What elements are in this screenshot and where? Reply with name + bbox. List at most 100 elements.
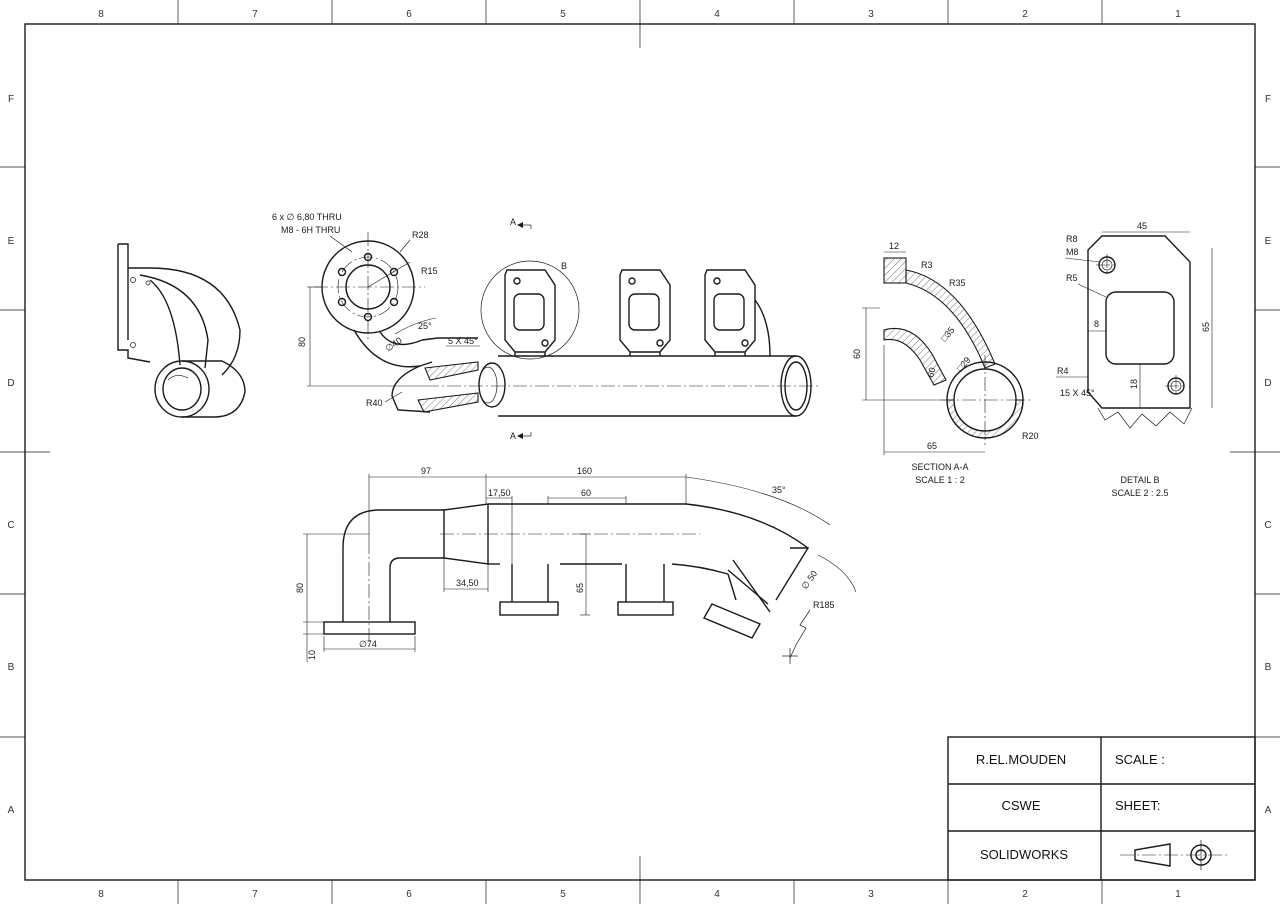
zone-col-5-bottom: 5: [560, 889, 566, 900]
dim-65-section: 65: [927, 441, 937, 451]
zone-row-e-right: E: [1265, 236, 1272, 247]
dim-chamfer-front: 5 X 45°: [448, 336, 478, 346]
dim-8: 8: [1094, 319, 1099, 329]
zone-row-c: C: [7, 520, 14, 531]
zone-col-7-bottom: 7: [252, 889, 258, 900]
dim-r20: R20: [1022, 431, 1039, 441]
dim-80-top: 80: [295, 583, 305, 593]
dim-34-50: 34,50: [456, 578, 479, 588]
section-scale: SCALE 1 : 2: [915, 475, 965, 485]
zone-row-d-right: D: [1264, 378, 1271, 389]
section-title: SECTION A-A: [911, 462, 968, 472]
dim-80-front: 80: [297, 337, 307, 347]
dim-r185: R185: [813, 600, 835, 610]
zone-col-3-bottom: 3: [868, 889, 874, 900]
zone-row-f: F: [8, 94, 14, 105]
dim-sq29: □29: [955, 355, 973, 373]
branch-3-angled: [702, 547, 810, 639]
dim-12: 12: [889, 241, 899, 251]
section-a-top-label: A: [510, 217, 516, 227]
detail-title: DETAIL B: [1120, 475, 1159, 485]
dim-60-angled: 60: [925, 366, 937, 378]
dim-r40: R40: [366, 398, 383, 408]
dim-r5: R5: [1066, 273, 1078, 283]
section-a-bottom-label: A: [510, 431, 516, 441]
author-name: R.EL.MOUDEN: [976, 752, 1066, 767]
projection-symbol-icon: [1120, 840, 1228, 870]
dim-97: 97: [421, 466, 431, 476]
detail-b-callout-circle: [480, 260, 580, 360]
scale-label: SCALE :: [1115, 752, 1165, 767]
exhaust-port-2: [619, 269, 671, 356]
zone-col-4-bottom: 4: [714, 889, 720, 900]
zone-col-1-bottom: 1: [1175, 889, 1181, 900]
exhaust-port-3: [704, 269, 771, 357]
branch-1: [499, 564, 559, 616]
top-view: 97 160 17,50 60 35° 80 10 ∅74 34,50 65 ∅…: [295, 466, 857, 664]
software-name: SOLIDWORKS: [980, 847, 1068, 862]
organization: CSWE: [1002, 798, 1041, 813]
dim-angle-35: 35°: [772, 485, 786, 495]
zone-col-8-bottom: 8: [98, 889, 104, 900]
zone-labels-left: F E D C B A: [7, 94, 14, 816]
dim-160: 160: [577, 466, 592, 476]
zone-row-b: B: [8, 662, 15, 673]
hole-note-1: 6 x ∅ 6,80 THRU: [272, 212, 342, 222]
title-block: R.EL.MOUDEN CSWE SOLIDWORKS SCALE : SHEE…: [947, 736, 1256, 881]
dim-45: 45: [1137, 221, 1147, 231]
zone-col-2-bottom: 2: [1022, 889, 1028, 900]
dim-dia50: ∅ 50: [799, 569, 819, 591]
dim-chamfer-detail: 15 X 45°: [1060, 388, 1095, 398]
dim-10: 10: [307, 650, 317, 660]
flange-bolt-holes: [337, 252, 399, 322]
exhaust-port-1: [504, 269, 556, 356]
zone-col-7: 7: [252, 9, 258, 20]
section-marker-bottom: A: [510, 431, 532, 441]
dim-dia74: ∅74: [359, 639, 377, 649]
section-a-a-view: 12 R3 R35 □35 □29 60 60 65 R20 SECTION A…: [852, 241, 1039, 485]
dim-sq35: □35: [939, 325, 957, 343]
dim-m8: M8: [1066, 247, 1079, 257]
zone-labels-top: 8 7 6 5 4 3 2 1: [98, 9, 1181, 20]
dim-r35: R35: [949, 278, 966, 288]
detail-b-label: B: [561, 261, 567, 271]
zone-row-a-right: A: [1265, 805, 1272, 816]
dim-18: 18: [1129, 379, 1139, 389]
zone-row-c-right: C: [1264, 520, 1271, 531]
zone-labels-right: F E D C B A: [1264, 94, 1271, 816]
zone-col-6-bottom: 6: [406, 889, 412, 900]
dim-65-top: 65: [575, 583, 585, 593]
branch-2: [560, 563, 674, 616]
dim-r8: R8: [1066, 234, 1078, 244]
dim-dia40: ∅40: [383, 335, 403, 353]
dim-17-50: 17,50: [488, 488, 511, 498]
detail-scale: SCALE 2 : 2.5: [1111, 488, 1168, 498]
zone-row-d: D: [7, 378, 14, 389]
dim-60-top: 60: [581, 488, 591, 498]
zone-row-b-right: B: [1265, 662, 1272, 673]
dim-60-vertical: 60: [852, 349, 862, 359]
zone-col-2: 2: [1022, 9, 1028, 20]
zone-labels-bottom: 8 7 6 5 4 3 2 1: [98, 889, 1181, 900]
dim-r3: R3: [921, 260, 933, 270]
zone-col-8: 8: [98, 9, 104, 20]
zone-row-a: A: [8, 805, 15, 816]
zone-col-6: 6: [406, 9, 412, 20]
sheet-label: SHEET:: [1115, 798, 1161, 813]
zone-col-3: 3: [868, 9, 874, 20]
zone-col-1: 1: [1175, 9, 1181, 20]
side-view: [117, 243, 246, 418]
section-marker-top: A: [510, 217, 532, 229]
dim-r28: R28: [412, 230, 429, 240]
dim-65-detail: 65: [1201, 322, 1211, 332]
dim-r15: R15: [421, 266, 438, 276]
dim-r4: R4: [1057, 366, 1069, 376]
front-view: B A A 80 6 x ∅ 6,80 THRU M8 - 6H THRU R2…: [272, 212, 820, 441]
zone-col-5: 5: [560, 9, 566, 20]
zone-row-e: E: [8, 236, 15, 247]
detail-b-view: 45 R8 M8 R5 8 65 R4 15 X 45° 18 DETAIL B…: [1056, 221, 1213, 498]
zone-col-4: 4: [714, 9, 720, 20]
zone-row-f-right: F: [1265, 94, 1271, 105]
